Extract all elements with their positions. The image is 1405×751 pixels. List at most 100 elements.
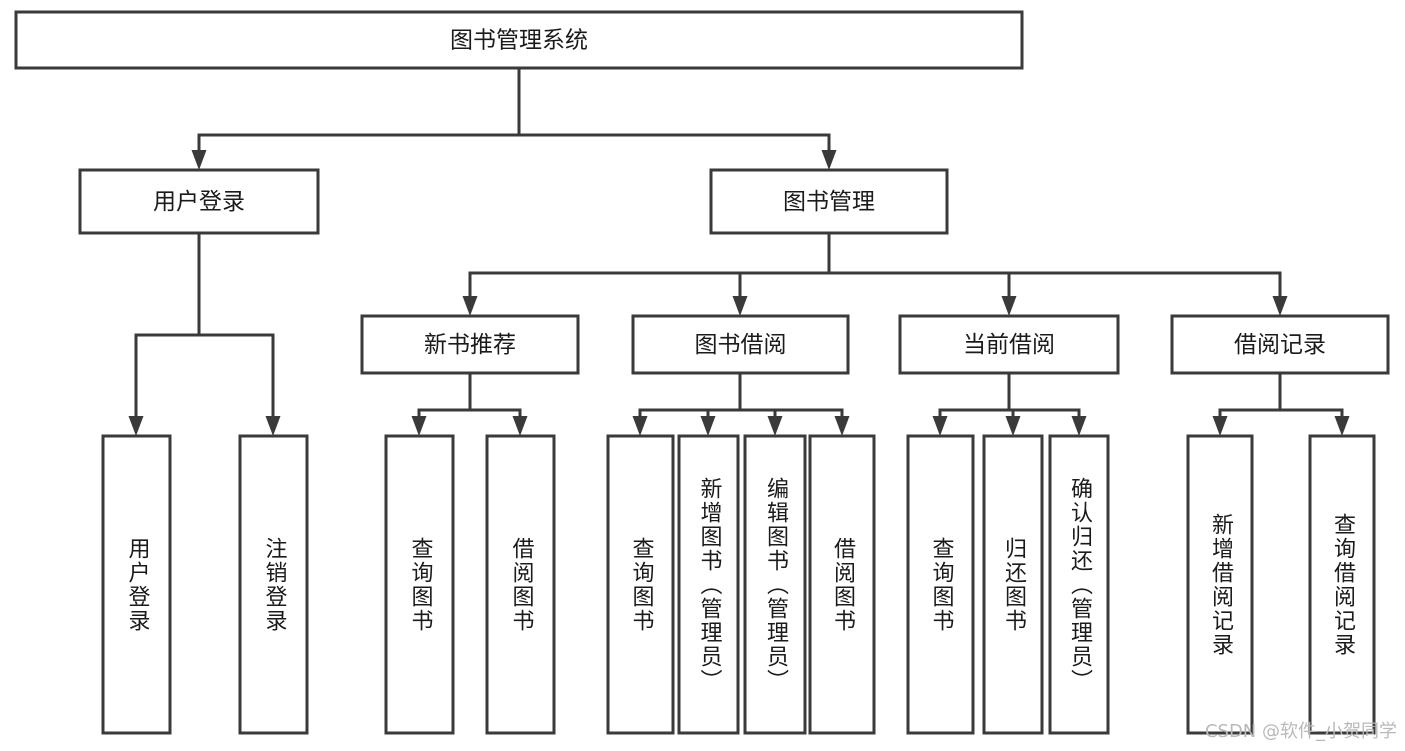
node-leaf-2-label-wrap: 查询图书 (386, 436, 453, 733)
node-leaf-5[interactable] (677, 434, 740, 735)
arrow-head-icon (932, 416, 948, 436)
node-level3-1-box[interactable] (631, 314, 850, 375)
arrow-head-icon (1212, 416, 1228, 436)
node-level3-3[interactable]: 借阅记录 (1170, 314, 1390, 375)
node-leaf-1[interactable] (238, 434, 309, 735)
node-leaf-12-box[interactable] (1308, 434, 1376, 735)
node-leaf-9-box[interactable] (982, 434, 1044, 735)
node-leaf-5-label-wrap: 新增图书（管理员） (679, 436, 738, 733)
node-leaf-6[interactable] (743, 434, 807, 735)
node-root-label: 图书管理系统 (450, 28, 588, 54)
node-level3-2-box[interactable] (898, 314, 1120, 375)
node-leaf-4-box[interactable] (606, 434, 675, 735)
node-leaf-1-label-wrap: 注销登录 (240, 436, 307, 733)
arrow-head-icon (191, 150, 207, 170)
node-level3-0-label: 新书推荐 (424, 332, 516, 358)
connector-root-to-level2-bus (191, 66, 837, 170)
node-leaf-0-label: 用户登录 (124, 536, 150, 633)
arrow-head-icon (1071, 416, 1087, 436)
node-level2-0-box[interactable] (78, 168, 320, 235)
arrow-head-icon (732, 296, 748, 316)
node-leaf-3-box[interactable] (485, 434, 556, 735)
arrow-head-icon (632, 416, 648, 436)
arrow-head-icon (1001, 296, 1017, 316)
node-leaf-5-box[interactable] (677, 434, 740, 735)
connector-layer (128, 66, 1350, 436)
node-leaf-2-label: 查询图书 (407, 536, 433, 633)
node-level3-1-label: 图书借阅 (695, 332, 787, 358)
node-leaf-8[interactable] (906, 434, 975, 735)
node-leaf-7[interactable] (808, 434, 876, 735)
node-level3-1[interactable]: 图书借阅 (631, 314, 850, 375)
node-leaf-4-label-wrap: 查询图书 (608, 436, 673, 733)
node-leaf-2-box[interactable] (384, 434, 455, 735)
node-leaf-2[interactable] (384, 434, 455, 735)
node-root[interactable]: 图书管理系统 (14, 10, 1024, 70)
node-leaf-12-label-wrap: 查询借阅记录 (1310, 436, 1374, 733)
node-leaf-10-box[interactable] (1048, 434, 1110, 735)
node-leaf-0-box[interactable] (101, 434, 172, 735)
node-leaf-9-label: 归还图书 (1001, 536, 1026, 633)
node-level3-2-label: 当前借阅 (963, 332, 1055, 358)
node-leaf-5-label: 新增图书（管理员） (696, 476, 722, 693)
node-leaf-7-label: 借阅图书 (830, 536, 855, 633)
node-leaf-8-label-wrap: 查询图书 (908, 436, 973, 733)
arrow-head-icon (767, 416, 783, 436)
arrow-head-icon (1334, 416, 1350, 436)
arrow-head-icon (128, 416, 144, 436)
node-leaf-0[interactable] (101, 434, 172, 735)
node-level2-1-box[interactable] (709, 168, 949, 235)
node-level3-0[interactable]: 新书推荐 (360, 314, 580, 375)
node-leaf-6-box[interactable] (743, 434, 807, 735)
node-leaf-10-label: 确认归还（管理员） (1067, 476, 1092, 693)
node-leaf-10-label-wrap: 确认归还（管理员） (1050, 436, 1108, 733)
node-leaf-1-box[interactable] (238, 434, 309, 735)
node-leaf-11[interactable] (1186, 434, 1254, 735)
node-level3-3-box[interactable] (1170, 314, 1390, 375)
node-root-box[interactable] (14, 10, 1024, 70)
arrow-head-icon (700, 416, 716, 436)
node-level3-3-label: 借阅记录 (1234, 332, 1326, 358)
node-leaf-4-label: 查询图书 (628, 536, 654, 633)
node-leaf-4[interactable] (606, 434, 675, 735)
node-level2-0-label: 用户登录 (153, 189, 245, 215)
node-leaf-3[interactable] (485, 434, 556, 735)
connector-current-borrow-to-leaves (932, 371, 1087, 436)
node-level2-1-label: 图书管理 (783, 189, 875, 215)
connector-borrow-record-to-leaves (1212, 371, 1350, 436)
arrow-head-icon (1005, 416, 1021, 436)
node-leaf-9-label-wrap: 归还图书 (984, 436, 1042, 733)
arrow-head-icon (512, 416, 528, 436)
arrow-head-icon (1272, 296, 1288, 316)
node-level2-0[interactable]: 用户登录 (78, 168, 320, 235)
node-leaf-10[interactable] (1048, 434, 1110, 735)
node-level3-0-box[interactable] (360, 314, 580, 375)
node-level2-1[interactable]: 图书管理 (709, 168, 949, 235)
node-leaf-11-box[interactable] (1186, 434, 1254, 735)
node-leaf-8-label: 查询图书 (928, 536, 954, 633)
arrow-head-icon (821, 150, 837, 170)
node-leaf-6-label-wrap: 编辑图书（管理员） (745, 436, 805, 733)
node-leaf-11-label: 新增借阅记录 (1208, 512, 1233, 657)
connector-book-mgmt-to-level3-bus (462, 231, 1288, 316)
node-leaf-3-label: 借阅图书 (508, 536, 534, 633)
node-level3-2[interactable]: 当前借阅 (898, 314, 1120, 375)
node-leaf-8-box[interactable] (906, 434, 975, 735)
node-leaf-7-box[interactable] (808, 434, 876, 735)
connector-new-book-to-leaves (411, 371, 528, 436)
arrow-head-icon (834, 416, 850, 436)
arrow-head-icon (265, 416, 281, 436)
node-leaf-12-label: 查询借阅记录 (1330, 512, 1355, 657)
node-leaf-3-label-wrap: 借阅图书 (487, 436, 554, 733)
node-leaf-9[interactable] (982, 434, 1044, 735)
node-leaf-6-label: 编辑图书（管理员） (763, 476, 788, 693)
node-leaf-7-label-wrap: 借阅图书 (810, 436, 874, 733)
node-leaf-0-label-wrap: 用户登录 (103, 436, 170, 733)
connector-borrow-book-to-leaves (632, 371, 850, 436)
arrow-head-icon (462, 296, 478, 316)
node-leaf-1-label: 注销登录 (261, 536, 287, 633)
arrow-head-icon (411, 416, 427, 436)
node-leaf-12[interactable] (1308, 434, 1376, 735)
node-leaf-11-label-wrap: 新增借阅记录 (1188, 436, 1252, 733)
